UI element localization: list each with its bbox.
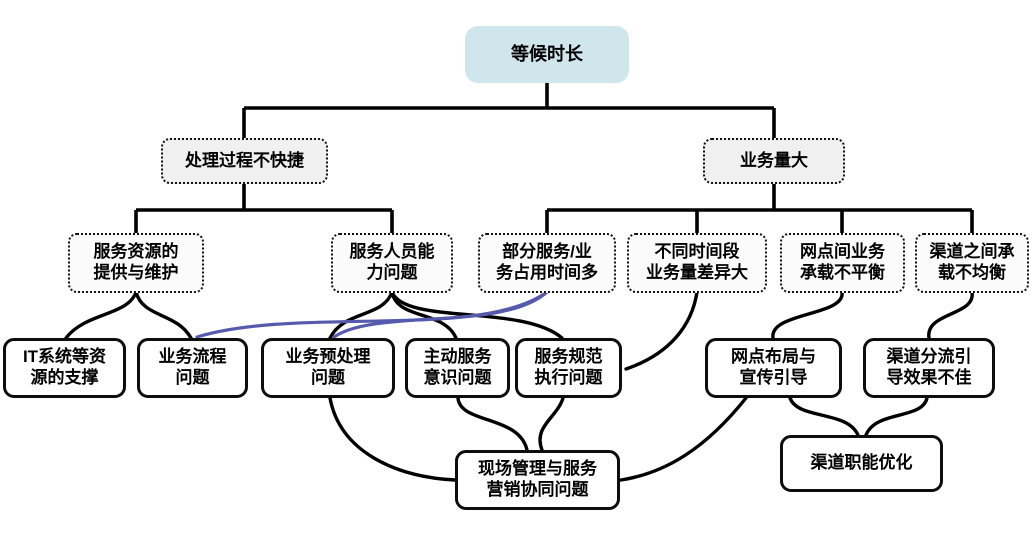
edge-channelload-to-diversion: [927, 290, 974, 340]
edge-staff-to-preprocess: [328, 290, 394, 340]
edge-staff-to-proactive: [390, 290, 458, 340]
edge-diversion-to-channelopt: [864, 396, 929, 437]
edge-root-to-level2: [242, 83, 776, 138]
node-proactive-service-awareness-issue: 主动服务 意识问题: [405, 338, 510, 398]
node-business-preprocessing-issue: 业务预处理 问题: [261, 338, 395, 398]
node-time-period-volume-variance: 不同时间段 业务量差异大: [627, 233, 767, 293]
edge-partial-to-preprocess-highlight: [332, 290, 549, 339]
node-process-not-fast: 处理过程不快捷: [161, 138, 328, 184]
edge-process-to-level3: [134, 184, 394, 233]
edge-staff-to-standard: [390, 290, 564, 340]
node-branch-layout-promotion-guidance: 网点布局与 宣传引导: [705, 338, 842, 398]
edge-preprocess-to-onsite: [328, 396, 457, 482]
edge-branchload-to-layout: [771, 290, 844, 340]
node-partial-services-time-consuming: 部分服务/业 务占用时间多: [478, 233, 616, 293]
edge-variance-to-standard: [624, 290, 699, 371]
node-channel-function-optimization: 渠道职能优化: [780, 435, 943, 492]
edge-resource-to-process-issue: [134, 290, 193, 340]
node-onsite-management-marketing-synergy-issue: 现场管理与服务 营销协同问题: [455, 450, 620, 510]
node-channel-load-imbalance: 渠道之间承 载不均衡: [915, 233, 1029, 293]
edge-standard-to-onsite: [538, 396, 565, 452]
edge-proactive-to-onsite: [456, 396, 529, 452]
node-large-business-volume: 业务量大: [703, 138, 845, 184]
node-waiting-duration: 等候时长: [465, 26, 629, 83]
node-service-resource-provision: 服务资源的 提供与维护: [68, 233, 204, 293]
node-branch-load-imbalance: 网点间业务 承载不平衡: [780, 233, 905, 293]
node-channel-diversion-ineffective: 渠道分流引 导效果不佳: [863, 338, 995, 398]
edge-resource-to-it-support: [64, 290, 138, 340]
node-service-standard-execution-issue: 服务规范 执行问题: [515, 338, 622, 398]
node-it-system-support: IT系统等资 源的支撑: [3, 338, 126, 398]
edge-volume-to-level3: [545, 184, 974, 233]
edge-layout-to-channelopt: [788, 396, 860, 437]
node-business-process-issue: 业务流程 问题: [137, 338, 248, 398]
edge-layout-to-onsite: [619, 396, 748, 482]
node-staff-capability-issue: 服务人员能 力问题: [331, 233, 453, 293]
